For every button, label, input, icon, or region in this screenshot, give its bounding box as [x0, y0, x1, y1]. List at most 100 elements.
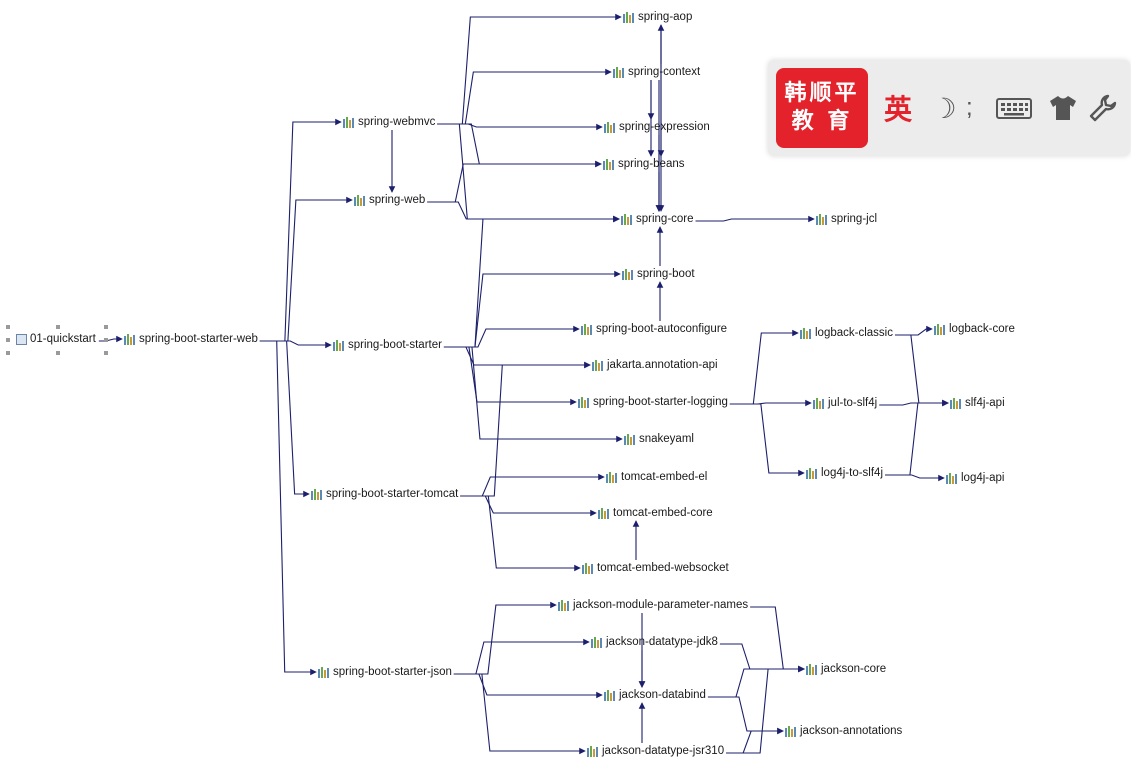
- wrench-icon[interactable]: [1088, 88, 1118, 128]
- shirt-icon[interactable]: [1046, 88, 1080, 128]
- library-icon: [318, 666, 330, 678]
- library-icon: [604, 689, 616, 701]
- node-starter-tomcat[interactable]: spring-boot-starter-tomcat: [311, 486, 458, 502]
- logo-line-2: 教 育: [791, 109, 853, 134]
- library-icon: [934, 323, 946, 335]
- node-jk-jdk8[interactable]: jackson-datatype-jdk8: [591, 634, 718, 650]
- node-label: tomcat-embed-el: [621, 471, 708, 483]
- ime-toolbar: 韩顺平 教 育 英 ☽ ;: [768, 60, 1130, 156]
- node-jakarta[interactable]: jakarta.annotation-api: [592, 357, 718, 373]
- selection-handle[interactable]: [56, 351, 60, 355]
- edge-starter-web-to-starter-json: [259, 340, 317, 676]
- node-starter[interactable]: spring-boot-starter: [333, 337, 442, 353]
- punctuation-toggle[interactable]: ;: [966, 94, 973, 121]
- library-icon: [950, 397, 962, 409]
- library-icon: [816, 213, 828, 225]
- edge-starter-tomcat-to-tomcat-el: [460, 473, 605, 497]
- edge-jk-databind-to-jk-annotations: [707, 696, 784, 735]
- node-jul[interactable]: jul-to-slf4j: [813, 395, 877, 411]
- selection-handle[interactable]: [6, 338, 10, 342]
- node-jk-databind[interactable]: jackson-databind: [604, 687, 706, 703]
- library-icon: [591, 636, 603, 648]
- node-jk-jsr310[interactable]: jackson-datatype-jsr310: [587, 743, 724, 759]
- node-label: spring-web: [369, 194, 426, 206]
- node-label: tomcat-embed-websocket: [597, 562, 729, 574]
- selection-handle[interactable]: [6, 325, 10, 329]
- node-label: jackson-annotations: [800, 725, 903, 737]
- node-log4j-slf4j[interactable]: log4j-to-slf4j: [806, 465, 883, 481]
- node-jk-params[interactable]: jackson-module-parameter-names: [558, 597, 748, 613]
- edge-starter-json-to-jk-jsr310: [453, 673, 586, 755]
- library-icon: [124, 333, 136, 345]
- library-icon: [558, 599, 570, 611]
- library-icon: [624, 433, 636, 445]
- library-icon: [613, 66, 625, 78]
- node-tomcat-core[interactable]: tomcat-embed-core: [598, 505, 713, 521]
- library-icon: [587, 745, 599, 757]
- edge-starter-to-autoconfigure: [443, 325, 580, 348]
- node-tomcat-ws[interactable]: tomcat-embed-websocket: [582, 560, 729, 576]
- node-boot[interactable]: spring-boot: [622, 266, 695, 282]
- library-icon: [333, 339, 345, 351]
- node-slf4j[interactable]: slf4j-api: [950, 395, 1005, 411]
- width-mode-icon[interactable]: ☽: [931, 92, 957, 124]
- node-tomcat-el[interactable]: tomcat-embed-el: [606, 469, 707, 485]
- language-toggle[interactable]: 英: [884, 93, 913, 126]
- node-expression[interactable]: spring-expression: [604, 119, 710, 135]
- keyboard-icon[interactable]: [994, 88, 1034, 128]
- edge-starter-tomcat-to-tomcat-core: [460, 495, 597, 517]
- selection-handle[interactable]: [104, 338, 108, 342]
- node-label: 01-quickstart: [30, 333, 96, 345]
- node-jcl[interactable]: spring-jcl: [816, 211, 877, 227]
- node-label: log4j-to-slf4j: [821, 467, 883, 479]
- node-starter-web[interactable]: spring-boot-starter-web: [124, 331, 258, 347]
- node-label: spring-aop: [638, 11, 693, 23]
- edge-webmvc-to-aop: [437, 13, 622, 125]
- node-quickstart[interactable]: 01-quickstart: [16, 331, 96, 347]
- edge-starter-json-to-jk-params: [453, 601, 557, 675]
- node-label: spring-webmvc: [358, 116, 436, 128]
- edge-core-to-jcl: [695, 215, 815, 223]
- edge-starter-to-jakarta: [443, 346, 591, 369]
- node-beans[interactable]: spring-beans: [603, 156, 684, 172]
- selection-handle[interactable]: [104, 351, 108, 355]
- edge-starter-tomcat-to-tomcat-ws: [460, 495, 581, 572]
- node-web[interactable]: spring-web: [354, 192, 425, 208]
- selection-handle[interactable]: [104, 325, 108, 329]
- library-icon: [800, 327, 812, 339]
- node-webmvc[interactable]: spring-webmvc: [343, 114, 435, 130]
- library-icon: [622, 268, 634, 280]
- node-label: tomcat-embed-core: [613, 507, 713, 519]
- node-label: spring-expression: [619, 121, 710, 133]
- node-context[interactable]: spring-context: [613, 64, 700, 80]
- edge-starter-web-to-web: [259, 196, 353, 342]
- edge-logback-classic-to-logback-core: [894, 325, 933, 336]
- node-starter-json[interactable]: spring-boot-starter-json: [318, 664, 452, 680]
- selection-handle[interactable]: [6, 351, 10, 355]
- node-snakeyaml[interactable]: snakeyaml: [624, 431, 694, 447]
- node-jk-annotations[interactable]: jackson-annotations: [785, 723, 902, 739]
- edge-starter-to-core: [443, 215, 620, 348]
- edge-quickstart-to-starter-web: [98, 335, 123, 343]
- node-logback-core[interactable]: logback-core: [934, 321, 1015, 337]
- library-icon: [311, 488, 323, 500]
- node-log4j-api[interactable]: log4j-api: [946, 470, 1004, 486]
- node-starter-logging[interactable]: spring-boot-starter-logging: [578, 394, 728, 410]
- edge-log4j-slf4j-to-slf4j: [884, 399, 949, 476]
- library-icon: [813, 397, 825, 409]
- edge-starter-web-to-webmvc: [259, 118, 342, 342]
- selection-handle[interactable]: [56, 325, 60, 329]
- node-aop[interactable]: spring-aop: [623, 9, 692, 25]
- edge-jk-databind-to-jk-core: [707, 665, 805, 698]
- node-label: spring-core: [636, 213, 694, 225]
- node-logback-classic[interactable]: logback-classic: [800, 325, 893, 341]
- node-autoconfigure[interactable]: spring-boot-autoconfigure: [581, 321, 727, 337]
- library-icon: [598, 507, 610, 519]
- library-icon: [946, 472, 958, 484]
- node-label: jackson-datatype-jdk8: [606, 636, 718, 648]
- node-core[interactable]: spring-core: [621, 211, 694, 227]
- node-jk-core[interactable]: jackson-core: [806, 661, 886, 677]
- edge-starter-web-to-starter: [259, 340, 332, 349]
- edge-jk-jdk8-to-jk-core: [719, 643, 805, 673]
